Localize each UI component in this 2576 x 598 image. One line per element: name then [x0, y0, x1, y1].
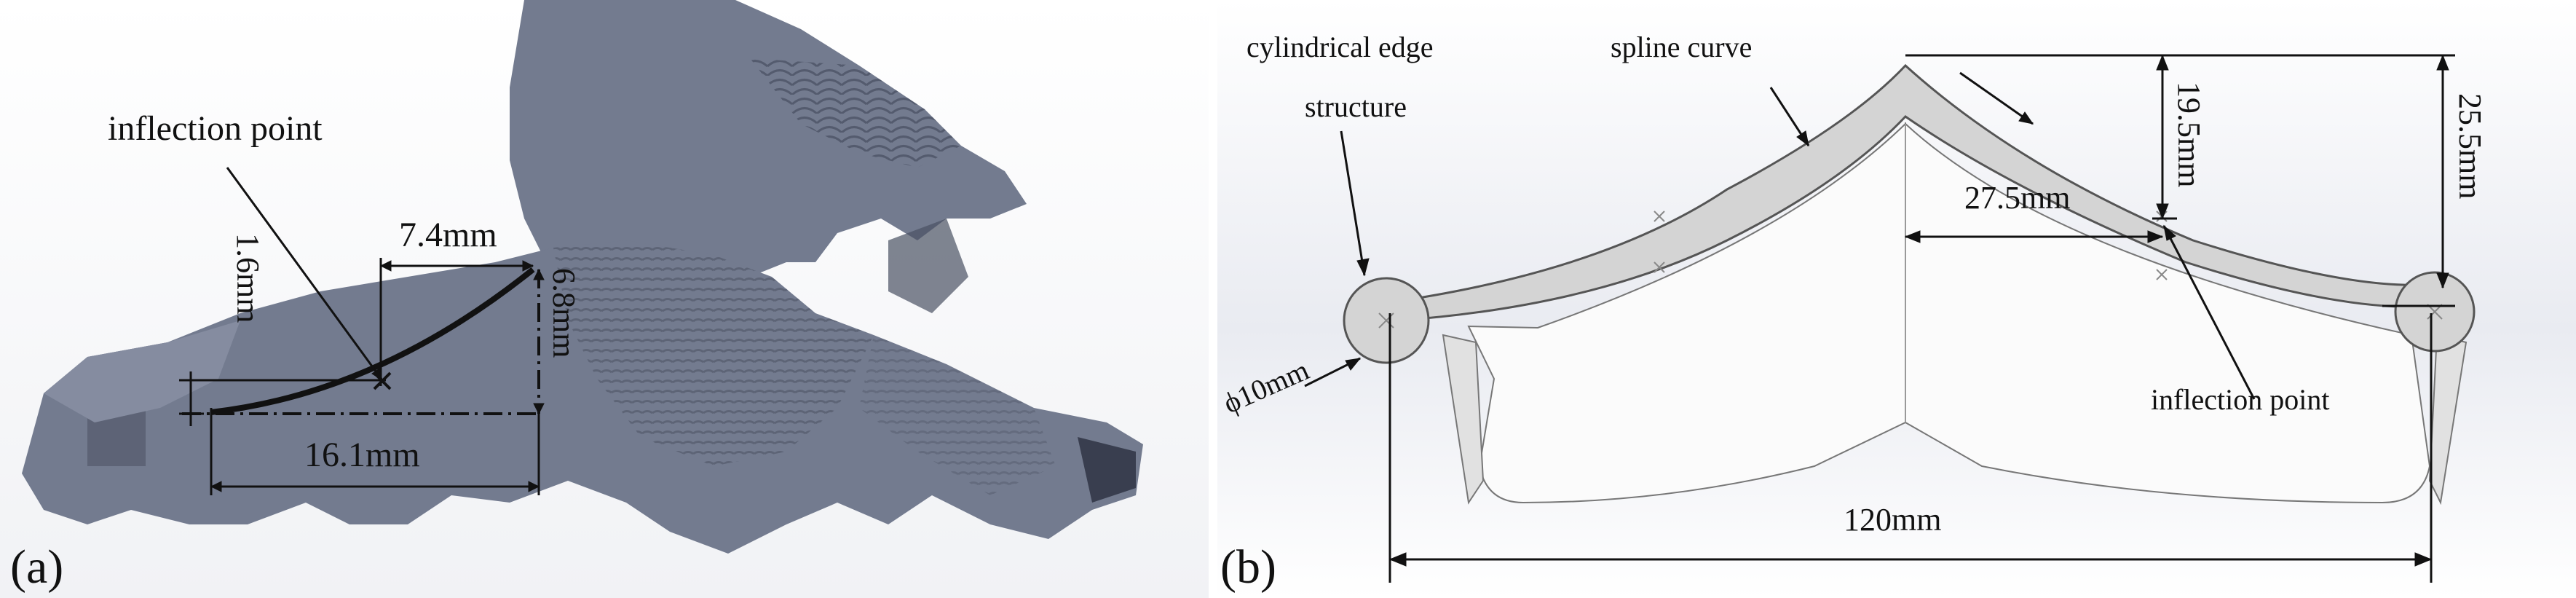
dim-label-120mm: 120mm	[1844, 502, 1941, 538]
profile-curve	[210, 267, 535, 415]
spline-curve-label: spline curve	[1611, 31, 1752, 63]
dim-label-1-6mm: 1.6mm	[230, 233, 266, 323]
panel-a: inflection point 1.6mm 7.4mm 6.8mm 16.1m…	[0, 0, 1209, 598]
cylindrical-edge-label-line2: structure	[1305, 90, 1407, 123]
dim-label-27-5mm: 27.5mm	[1964, 180, 2070, 216]
measurement-overlay	[179, 167, 545, 495]
specimen	[22, 0, 1143, 554]
dim-label-16-1mm: 16.1mm	[304, 436, 420, 474]
panel-label-b: (b)	[1220, 540, 1276, 594]
body-right-half	[1905, 122, 2431, 504]
panel-b-figure: cylindrical edge structure spline curve …	[1217, 0, 2576, 598]
inflection-label: inflection point	[108, 109, 323, 148]
dim-label-19-5mm: 19.5mm	[2171, 82, 2207, 187]
inflection-mark	[373, 371, 392, 390]
panel-b: cylindrical edge structure spline curve …	[1217, 0, 2576, 598]
dim-label-6-8mm: 6.8mm	[546, 268, 582, 358]
panel-a-figure: inflection point 1.6mm 7.4mm 6.8mm 16.1m…	[0, 0, 1209, 598]
left-fin	[1442, 334, 1485, 505]
dim-label-25-5mm: 25.5mm	[2452, 93, 2488, 199]
inflection-label-b: inflection point	[2151, 383, 2330, 416]
dimension-lines	[1304, 54, 2455, 583]
dim-label-7-4mm: 7.4mm	[399, 216, 497, 254]
panel-label-a: (a)	[10, 540, 63, 594]
cylindrical-edge-label-line1: cylindrical edge	[1246, 31, 1434, 63]
body-left-half	[1467, 122, 1906, 504]
